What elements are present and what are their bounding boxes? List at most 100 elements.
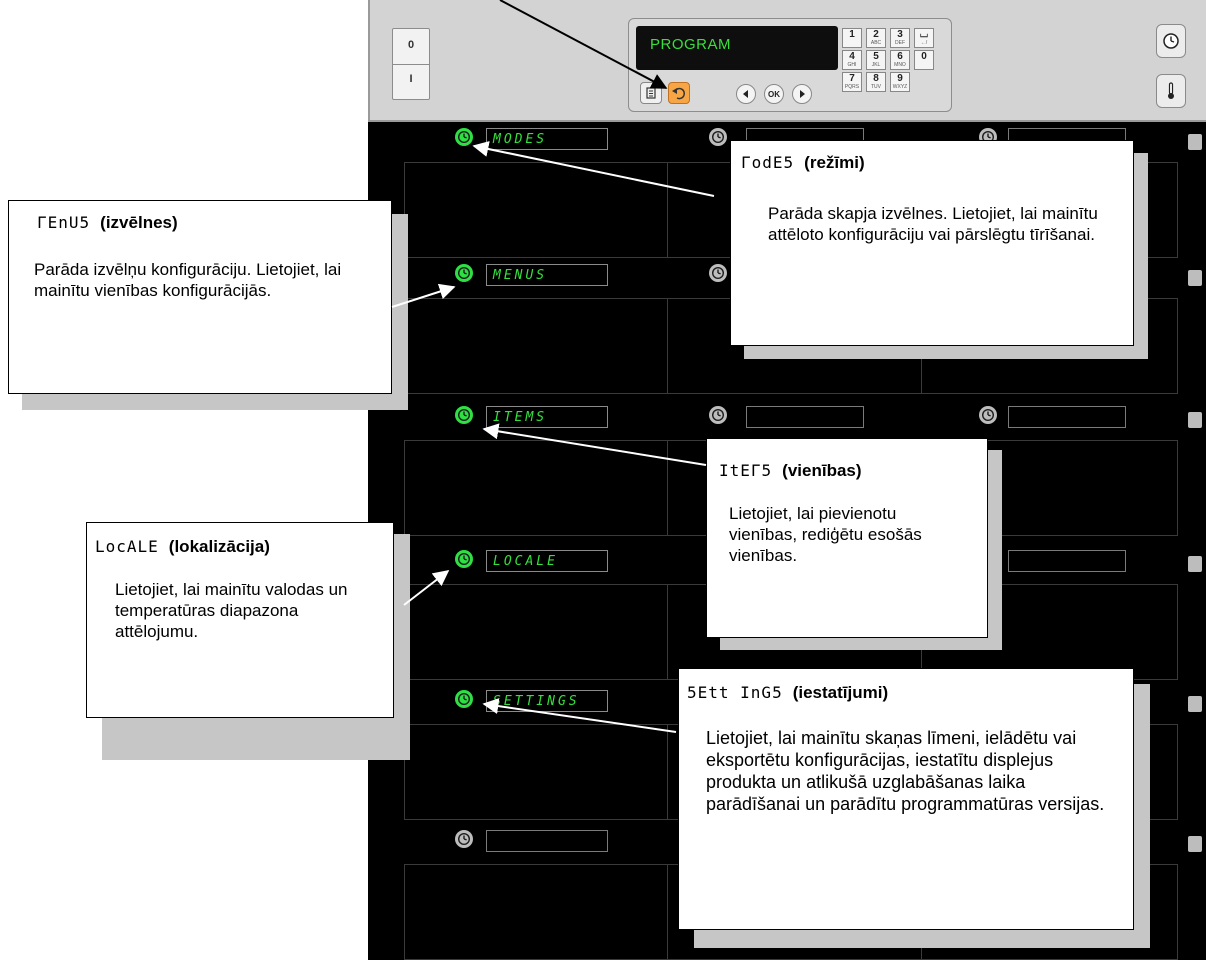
callout-locale: LocALE (lokalizācija) Lietojiet, lai main… bbox=[86, 522, 394, 718]
slot-timer-icon[interactable] bbox=[454, 829, 474, 849]
slot-label-locale[interactable]: LOCALE bbox=[486, 550, 608, 572]
callout-items-code: ItEΓ5 bbox=[719, 461, 773, 480]
key-letters: GHI bbox=[847, 62, 857, 68]
slot-label-items[interactable]: ITEMS bbox=[486, 406, 608, 428]
left-arrow-button[interactable] bbox=[736, 84, 756, 104]
slot-timer-icon[interactable] bbox=[454, 263, 474, 283]
slot-label-empty[interactable] bbox=[746, 406, 864, 428]
right-arrow-icon bbox=[800, 90, 805, 98]
callout-menus-text: Parāda izvēlņu konfigurāciju. Lietojiet,… bbox=[34, 260, 342, 300]
slot-side-button[interactable] bbox=[1188, 696, 1202, 712]
temperature-button[interactable] bbox=[1156, 74, 1186, 108]
callout-menus-title: (izvēlnes) bbox=[100, 213, 178, 232]
slot-label-empty[interactable] bbox=[1008, 550, 1126, 572]
key-number: 9 bbox=[897, 73, 903, 84]
key-number: 4 bbox=[849, 51, 855, 62]
callout-locale-text: Lietojiet, lai mainītu valodas un temper… bbox=[115, 580, 348, 641]
callout-settings-title: (iestatījumi) bbox=[792, 683, 889, 702]
arrow-items bbox=[482, 423, 707, 466]
thermometer-icon bbox=[1168, 82, 1174, 99]
slot-side-button[interactable] bbox=[1188, 836, 1202, 852]
left-arrow-icon bbox=[743, 90, 748, 98]
slot-label-empty[interactable] bbox=[486, 830, 608, 852]
key-number: 5 bbox=[873, 51, 879, 62]
key-letters: ←/ bbox=[920, 40, 928, 46]
key-number: 7 bbox=[849, 73, 855, 84]
slot-timer-icon[interactable] bbox=[454, 549, 474, 569]
callout-locale-code: LocALE bbox=[95, 537, 159, 556]
back-icon bbox=[672, 87, 686, 100]
slot-side-button[interactable] bbox=[1188, 412, 1202, 428]
timer-button[interactable] bbox=[1156, 24, 1186, 58]
slot-side-button[interactable] bbox=[1188, 134, 1202, 150]
back-button[interactable] bbox=[668, 82, 690, 104]
key-letters: MNO bbox=[894, 62, 906, 68]
slot-side-button[interactable] bbox=[1188, 270, 1202, 286]
ok-button[interactable]: OK bbox=[764, 84, 784, 104]
power-off-label: 0 bbox=[407, 39, 415, 51]
clock-icon bbox=[1163, 33, 1179, 49]
slot-timer-icon[interactable] bbox=[454, 405, 474, 425]
key-1[interactable]: 1 bbox=[842, 28, 862, 48]
callout-menus: ΓEnU5 (izvēlnes) Parāda izvēlņu konfigurā… bbox=[8, 200, 392, 394]
slot-label-text: MODES bbox=[493, 132, 548, 147]
key-letters: PQRS bbox=[844, 84, 860, 90]
key-number: 8 bbox=[873, 73, 879, 84]
callout-modes: ΓodE5(režīmi) Parāda skapja izvēlnes. Li… bbox=[730, 140, 1134, 346]
slot-timer-icon[interactable] bbox=[454, 127, 474, 147]
callout-items-title: (vienības) bbox=[782, 461, 862, 480]
callout-items-text: Lietojiet, lai pievienotu vienības, redi… bbox=[729, 504, 922, 565]
key-letters: TUV bbox=[871, 84, 881, 90]
key-number: 3 bbox=[897, 29, 903, 40]
callout-settings-text: Lietojiet, lai mainītu skaņas līmeni, ie… bbox=[706, 728, 1105, 814]
lcd-display bbox=[636, 26, 838, 70]
slot-label-text: ITEMS bbox=[493, 410, 548, 425]
arrow-settings bbox=[482, 698, 677, 733]
slot-timer-icon[interactable] bbox=[978, 405, 998, 425]
slot-label-empty[interactable] bbox=[1008, 406, 1126, 428]
key-number: 6 bbox=[897, 51, 903, 62]
callout-menus-code: ΓEnU5 bbox=[37, 213, 91, 232]
lcd-text: PROGRAM bbox=[650, 36, 732, 53]
arrow-modes bbox=[472, 141, 715, 197]
slot-label-text: MENUS bbox=[493, 268, 548, 283]
callout-items: ItEΓ5 (vienības) Lietojiet, lai pievienot… bbox=[706, 438, 988, 638]
right-arrow-button[interactable] bbox=[792, 84, 812, 104]
key-0[interactable]: 0 bbox=[914, 50, 934, 70]
callout-modes-title: (režīmi) bbox=[804, 153, 865, 172]
key-letters: DEF bbox=[895, 40, 905, 46]
callout-locale-title: (lokalizācija) bbox=[168, 537, 270, 556]
key-letters: JKL bbox=[871, 62, 881, 68]
key-letters: WXYZ bbox=[892, 84, 908, 90]
key-number: ⌴ bbox=[920, 29, 928, 40]
slot-timer-icon[interactable] bbox=[708, 263, 728, 283]
slot-label-text: SETTINGS bbox=[493, 694, 580, 709]
ok-label: OK bbox=[768, 89, 780, 99]
arrow-menus bbox=[391, 283, 456, 308]
key-number: 2 bbox=[873, 29, 879, 40]
power-switch[interactable]: 0 I bbox=[392, 28, 430, 100]
slot-label-modes[interactable]: MODES bbox=[486, 128, 608, 150]
slot-label-text: LOCALE bbox=[493, 554, 558, 569]
slot-timer-icon[interactable] bbox=[454, 689, 474, 709]
slot-timer-icon[interactable] bbox=[708, 405, 728, 425]
callout-modes-code: ΓodE5 bbox=[741, 153, 795, 172]
slot-label-menus[interactable]: MENUS bbox=[486, 264, 608, 286]
arrow-back-button bbox=[499, 0, 668, 89]
callout-settings-code: 5Ett InG5 bbox=[687, 683, 783, 702]
slot-timer-icon[interactable] bbox=[708, 127, 728, 147]
slot-side-button[interactable] bbox=[1188, 556, 1202, 572]
power-on-label: I bbox=[409, 73, 413, 85]
key-number: 1 bbox=[849, 29, 855, 40]
key-space[interactable]: ⌴←/ bbox=[914, 28, 934, 48]
arrow-locale bbox=[403, 570, 450, 606]
key-number: 0 bbox=[921, 51, 927, 62]
